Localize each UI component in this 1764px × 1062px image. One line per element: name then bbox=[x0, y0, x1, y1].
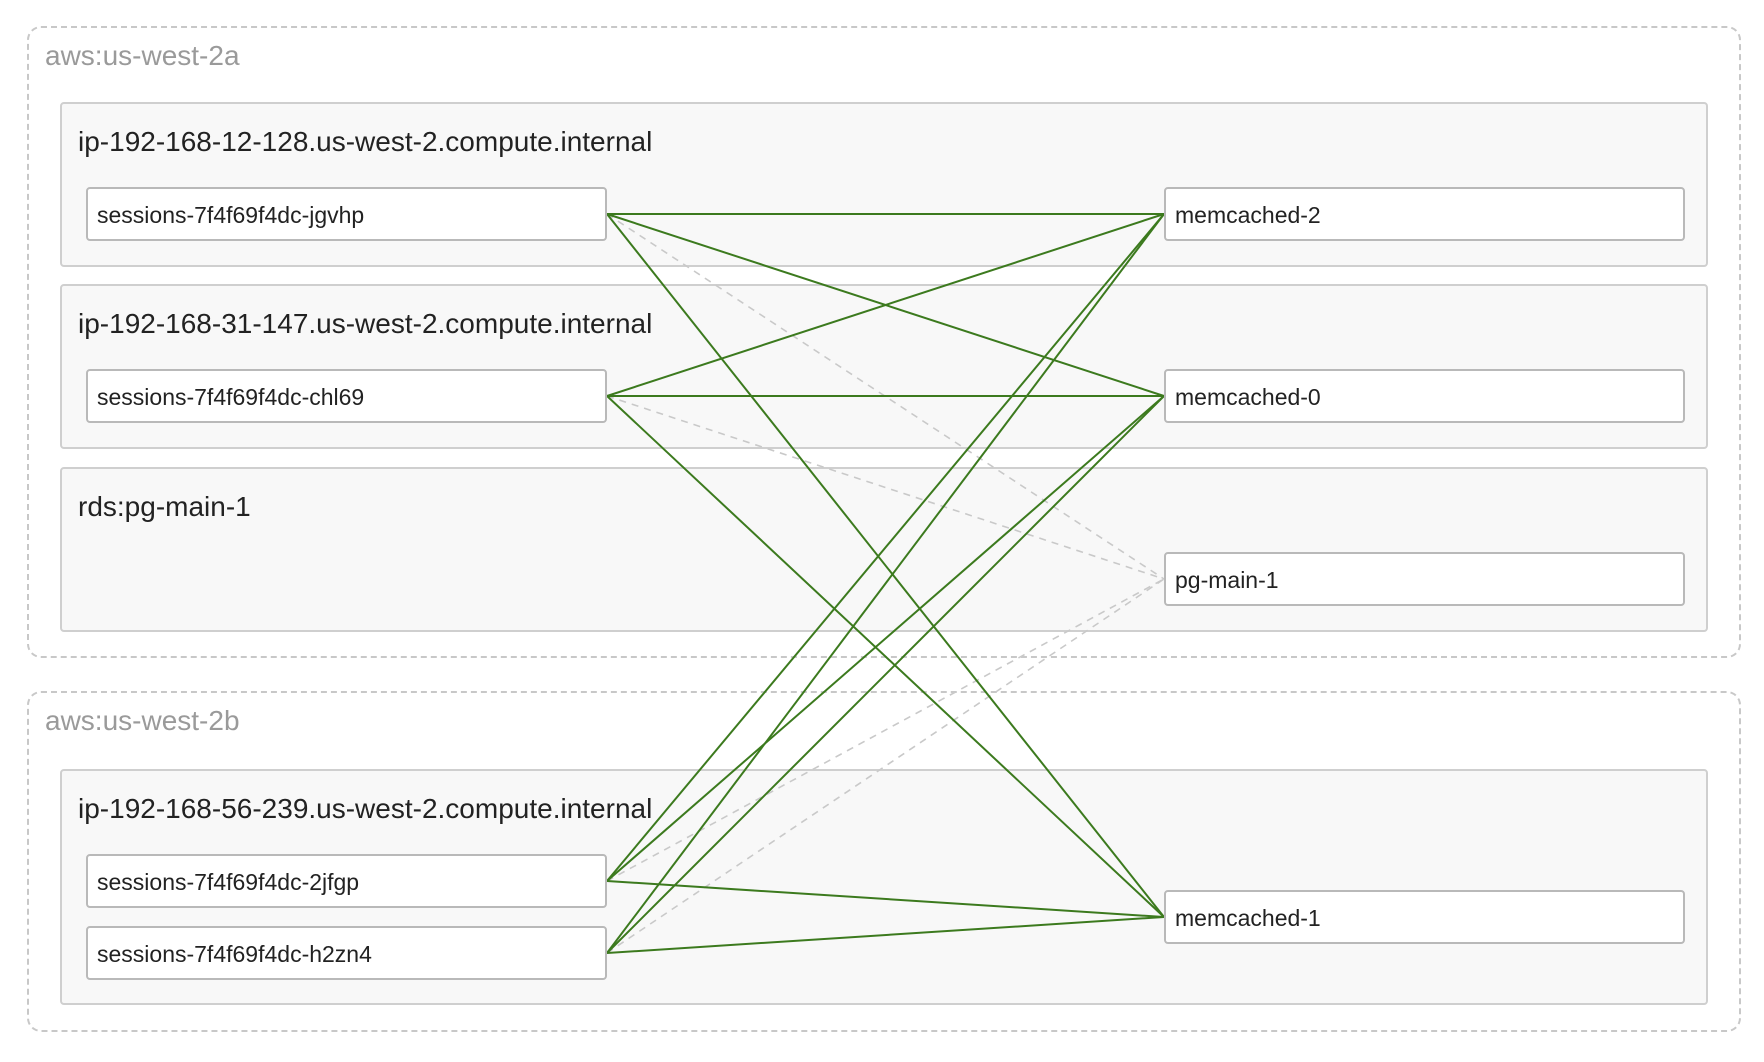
node-label: sessions-7f4f69f4dc-chl69 bbox=[97, 384, 365, 410]
zone-label: aws:us-west-2b bbox=[45, 705, 240, 736]
node-pg-main-1[interactable]: pg-main-1 bbox=[1164, 552, 1685, 606]
node-memcached-1[interactable]: memcached-1 bbox=[1164, 890, 1685, 944]
node-label: sessions-7f4f69f4dc-2jfgp bbox=[97, 869, 360, 895]
node-label: memcached-2 bbox=[1175, 202, 1321, 228]
node-sessions-chl69[interactable]: sessions-7f4f69f4dc-chl69 bbox=[86, 369, 607, 423]
host-ip-192-168-12-128: ip-192-168-12-128.us-west-2.compute.inte… bbox=[60, 102, 1708, 267]
node-memcached-2[interactable]: memcached-2 bbox=[1164, 187, 1685, 241]
node-label: sessions-7f4f69f4dc-h2zn4 bbox=[97, 941, 372, 967]
node-label: memcached-1 bbox=[1175, 905, 1321, 931]
host-rds-pg-main-1: rds:pg-main-1 bbox=[60, 467, 1708, 632]
node-label: sessions-7f4f69f4dc-jgvhp bbox=[97, 202, 365, 228]
node-sessions-2jfgp[interactable]: sessions-7f4f69f4dc-2jfgp bbox=[86, 854, 607, 908]
node-sessions-h2zn4[interactable]: sessions-7f4f69f4dc-h2zn4 bbox=[86, 926, 607, 980]
node-label: memcached-0 bbox=[1175, 384, 1321, 410]
host-label: rds:pg-main-1 bbox=[78, 491, 251, 522]
zone-label: aws:us-west-2a bbox=[45, 40, 240, 71]
node-label: pg-main-1 bbox=[1175, 567, 1279, 593]
host-label: ip-192-168-31-147.us-west-2.compute.inte… bbox=[78, 308, 653, 339]
node-memcached-0[interactable]: memcached-0 bbox=[1164, 369, 1685, 423]
node-sessions-jgvhp[interactable]: sessions-7f4f69f4dc-jgvhp bbox=[86, 187, 607, 241]
host-label: ip-192-168-56-239.us-west-2.compute.inte… bbox=[78, 793, 653, 824]
host-label: ip-192-168-12-128.us-west-2.compute.inte… bbox=[78, 126, 653, 157]
host-ip-192-168-31-147: ip-192-168-31-147.us-west-2.compute.inte… bbox=[60, 284, 1708, 449]
